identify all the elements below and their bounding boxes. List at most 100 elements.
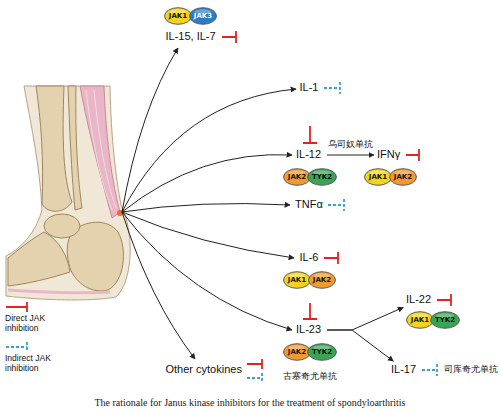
indirect-inhibition-bar xyxy=(324,82,340,94)
kinase-name: JAK2 xyxy=(288,173,306,182)
cytokine-label: IL-22 xyxy=(406,293,434,307)
release-arrow xyxy=(122,48,178,212)
direct-inhibition-bar xyxy=(406,149,419,161)
tendon-fibre xyxy=(94,90,116,208)
tendon-fibre xyxy=(86,90,112,210)
legend-line xyxy=(6,302,27,312)
legend-entry: Direct JAK inhibition xyxy=(5,301,65,333)
indirect-inhibition-bar xyxy=(328,199,344,211)
kinase-oval: JAK2 xyxy=(283,343,311,361)
kinase-oval: JAK1 xyxy=(283,271,311,289)
cytokine-label: IL-6 xyxy=(300,251,321,265)
cytokine-name: IL-22 xyxy=(406,293,434,306)
ankle-illustration xyxy=(6,86,130,300)
oval-fill xyxy=(284,344,311,361)
release-arrow xyxy=(122,212,294,258)
cytokine-label: TNFα xyxy=(295,198,325,212)
release-arrow xyxy=(122,155,292,212)
kinase-name: JAK3 xyxy=(194,12,212,21)
cytokine-arrows xyxy=(122,48,296,359)
cytokine-name: Other cytokines xyxy=(166,363,245,376)
cytokine-name: IL-6 xyxy=(300,251,321,264)
fibula-bone xyxy=(68,86,82,210)
direct-inhibition-bar xyxy=(247,359,262,369)
kinase-name: JAK2 xyxy=(288,348,306,357)
oval-fill xyxy=(365,169,392,186)
indirect-inhibition-bar xyxy=(422,364,437,376)
oval-fill xyxy=(431,312,460,329)
cytokine-name: IL-15, IL-7 xyxy=(166,30,219,43)
oval-fill xyxy=(190,8,217,25)
kinase-oval: JAK1 xyxy=(364,168,392,186)
kinase-oval: JAK2 xyxy=(389,168,417,186)
kinase-oval: JAK1 xyxy=(164,7,192,25)
legend-text: Indirect JAK inhibition xyxy=(5,353,65,373)
cytokine-label: IL-1 xyxy=(300,81,321,95)
kinase-name: JAK1 xyxy=(411,316,429,325)
kinase-name: TYK2 xyxy=(312,348,332,357)
cytokine-name: IFNγ xyxy=(377,148,403,161)
cytokine-label: IL-17 xyxy=(391,363,419,377)
kinase-name: JAK1 xyxy=(169,12,187,21)
kinase-name: JAK1 xyxy=(288,276,306,285)
release-arrow xyxy=(122,204,290,212)
plantar-fascia xyxy=(8,290,110,293)
oval-fill xyxy=(308,169,337,186)
kinase-oval: JAK3 xyxy=(189,7,217,25)
legend-line xyxy=(6,342,27,352)
direct-inhibition-bar xyxy=(222,31,236,43)
cytokine-name: IL-12 xyxy=(296,148,324,161)
kinase-name: TYK2 xyxy=(435,316,455,325)
cytokine-label: IFNγ xyxy=(377,148,403,162)
oval-fill xyxy=(308,344,337,361)
indirect-inhibition-bar xyxy=(247,373,262,383)
drug-label: 古塞奇尤单抗 xyxy=(282,371,338,381)
direct-inhibition-symbols xyxy=(222,31,451,369)
legend-sample xyxy=(5,341,31,353)
leg-skin xyxy=(6,86,130,300)
indirect-inhibition-symbols xyxy=(247,82,437,383)
cytokine-label: IL-15, IL-7 xyxy=(166,30,219,44)
cytokine-name: IL-17 xyxy=(391,363,419,376)
achilles-tendon xyxy=(80,86,120,218)
oval-fill xyxy=(165,8,192,25)
oval-fill xyxy=(284,272,311,289)
signal-arrow xyxy=(327,330,393,361)
kinase-oval: JAK1 xyxy=(406,311,434,329)
legend-entry: Indirect JAK inhibition xyxy=(5,341,65,373)
oval-fill xyxy=(309,272,336,289)
cytokine-label: IL-23 xyxy=(296,323,324,337)
figure-caption: The rationale for Janus kinase inhibitor… xyxy=(0,397,500,408)
kinase-oval: JAK2 xyxy=(283,168,311,186)
talus-bone xyxy=(44,214,80,238)
direct-inhibition-bar xyxy=(303,126,317,143)
direct-inhibition-bar xyxy=(437,294,451,306)
kinase-oval: JAK2 xyxy=(308,271,336,289)
release-arrow xyxy=(122,212,292,330)
kinase-oval: TYK2 xyxy=(430,311,460,329)
drug-label: 司库奇尤单抗 xyxy=(443,365,499,375)
legend-sample xyxy=(5,301,31,313)
drug-label: 乌司奴单抗 xyxy=(327,139,374,149)
direct-inhibition-bar xyxy=(324,252,338,264)
legend-text: Direct JAK inhibition xyxy=(5,313,65,333)
cytokine-name: IL-1 xyxy=(300,81,321,94)
cytokine-label: IL-12 xyxy=(296,148,324,162)
midfoot-bones xyxy=(8,232,70,286)
cytokine-name: IL-23 xyxy=(296,323,324,336)
signal-arrow xyxy=(327,155,374,156)
kinase-name: JAK2 xyxy=(394,173,412,182)
oval-fill xyxy=(407,312,434,329)
direct-inhibition-bar xyxy=(303,303,317,319)
release-arrow xyxy=(122,212,195,359)
signal-arrow xyxy=(327,307,403,330)
kinase-name: JAK2 xyxy=(313,276,331,285)
oval-fill xyxy=(284,169,311,186)
kinase-oval: TYK2 xyxy=(307,168,337,186)
kinase-name: TYK2 xyxy=(312,173,332,182)
cytokine-name: TNFα xyxy=(295,198,325,211)
oval-fill xyxy=(390,169,417,186)
